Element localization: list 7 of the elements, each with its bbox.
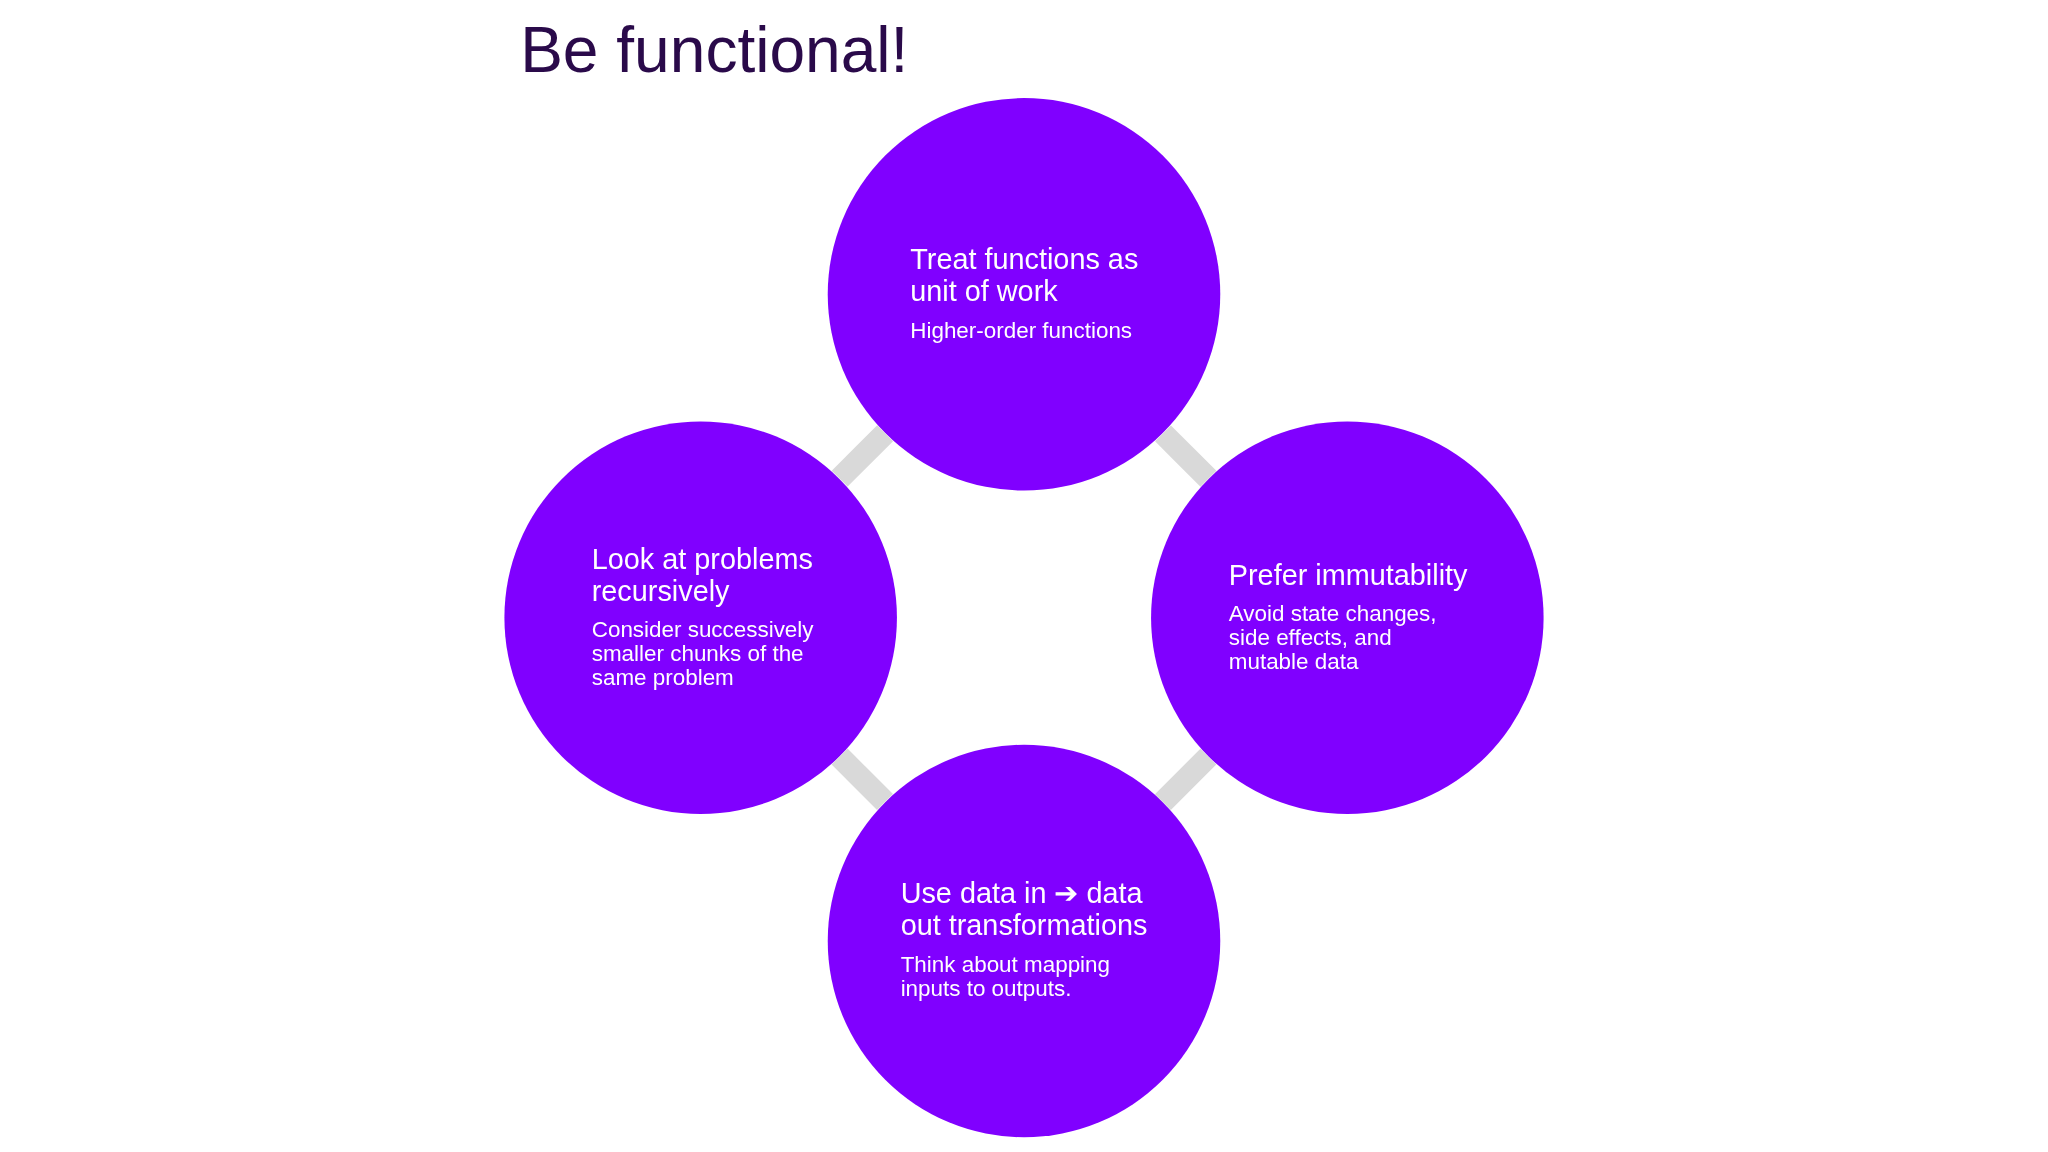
connector bbox=[1154, 748, 1217, 811]
connector bbox=[831, 425, 894, 487]
node-circle: Use data in ➔ data out transformations Think about mapping inputs to outputs. bbox=[827, 744, 1221, 1138]
node-circle: Treat functions as unit of work Higher-order functions bbox=[827, 98, 1221, 491]
connector bbox=[831, 748, 893, 810]
diagram-title: Be functional! bbox=[520, 14, 909, 87]
connector bbox=[1155, 425, 1217, 487]
